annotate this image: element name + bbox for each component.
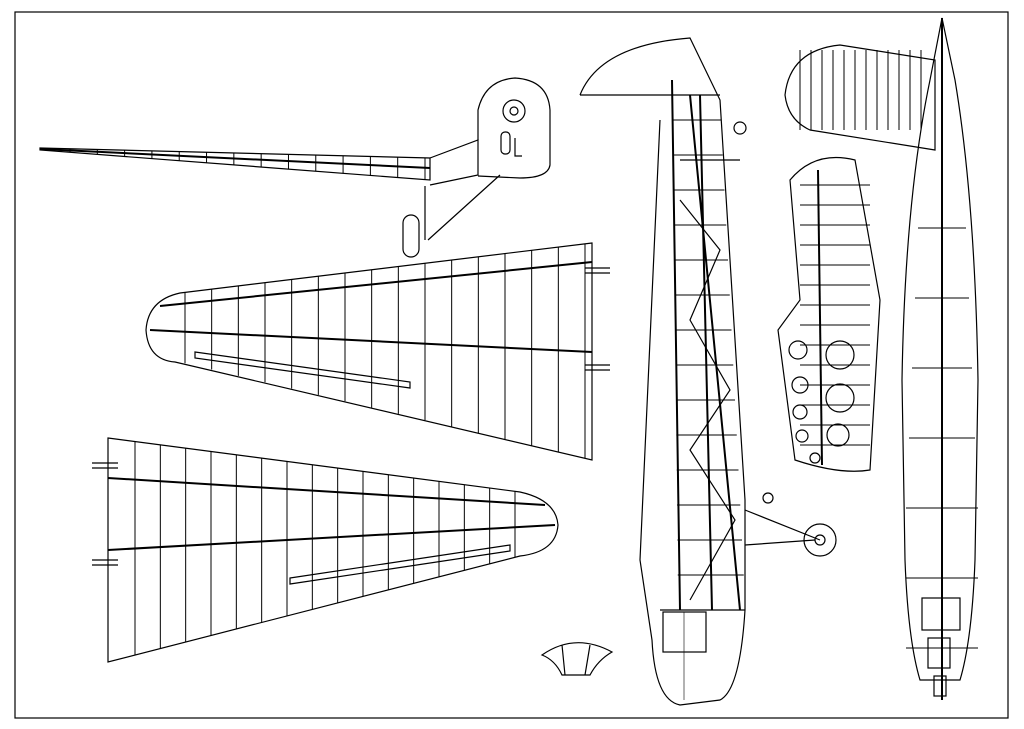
section-profile bbox=[540, 642, 614, 676]
upper-wing-panel bbox=[145, 242, 610, 461]
fuselage-top-view bbox=[901, 17, 979, 719]
wheel-hub-icon bbox=[502, 99, 526, 123]
fuselage-side-view bbox=[579, 37, 837, 706]
lower-wing-panel bbox=[92, 437, 559, 663]
fin-outline bbox=[777, 156, 881, 472]
stabilizer-view bbox=[784, 44, 936, 151]
fin-side-view bbox=[477, 77, 551, 179]
drawing-frame bbox=[14, 11, 1009, 719]
tail-boom-side-view bbox=[39, 77, 551, 258]
tail-skid bbox=[402, 214, 420, 258]
main-wheel bbox=[803, 523, 837, 557]
